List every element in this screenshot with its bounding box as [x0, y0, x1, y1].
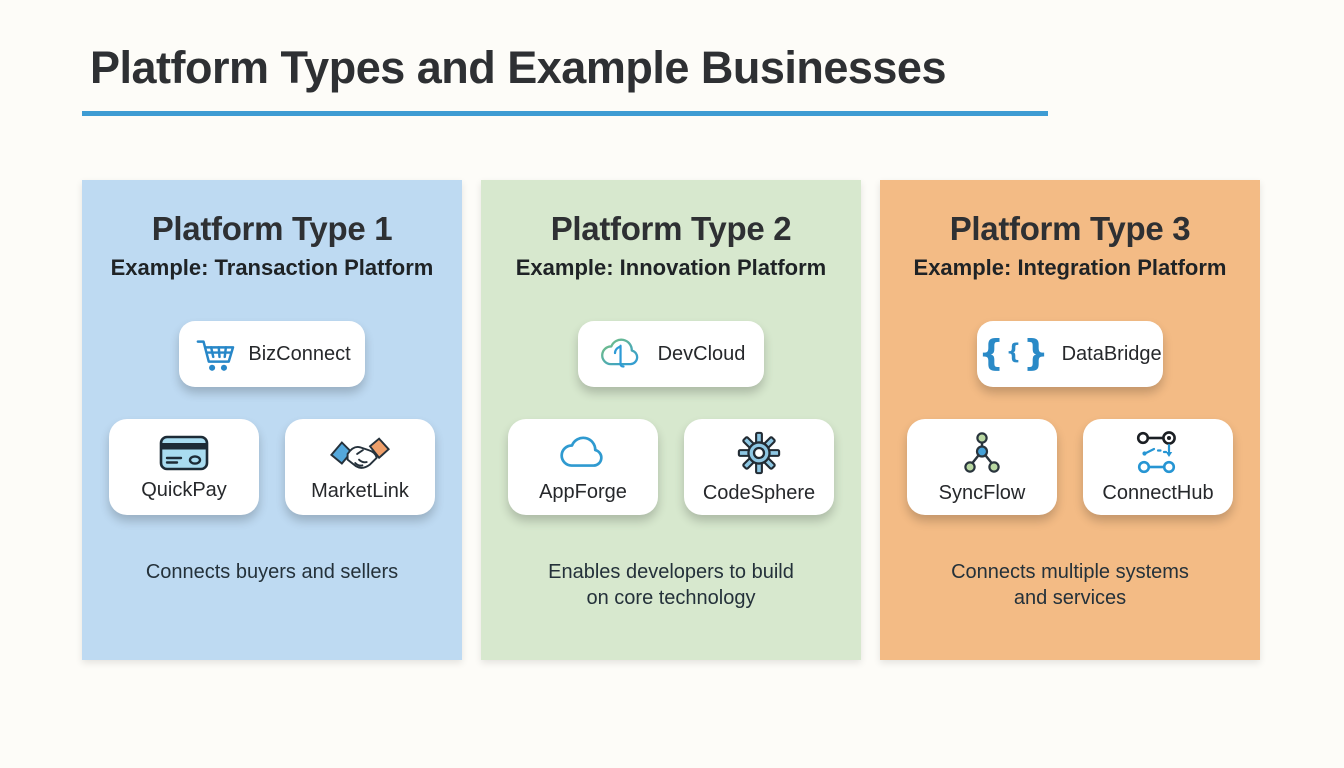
network-nodes-icon: [958, 430, 1006, 476]
business-card-devcloud: DevCloud: [578, 321, 764, 387]
column-caption: Connects multiple systems and services: [951, 561, 1189, 610]
business-name: DataBridge: [1061, 342, 1162, 365]
business-card-connecthub: ConnectHub: [1083, 419, 1233, 515]
card-row: QuickPay MarketLink: [82, 419, 462, 515]
gear-icon: [736, 430, 782, 476]
shopping-cart-icon: [193, 335, 235, 373]
credit-card-icon: [158, 433, 210, 473]
business-name: DevCloud: [657, 342, 746, 365]
column-title: Platform Type 1: [151, 210, 393, 247]
cloud-download-icon: [597, 334, 645, 374]
column-caption: Connects buyers and sellers: [145, 561, 399, 583]
business-card-marketlink: MarketLink: [285, 419, 435, 515]
platform-columns: Platform Type 1 Example: Transaction Pla…: [82, 180, 1260, 660]
column-title: Platform Type 2: [550, 210, 792, 247]
business-name: CodeSphere: [702, 481, 816, 504]
business-name: BizConnect: [248, 342, 351, 365]
business-name: ConnectHub: [1102, 481, 1214, 504]
cloud-icon: [554, 431, 612, 475]
business-card-codesphere: CodeSphere: [684, 419, 834, 515]
business-card-appforge: AppForge: [508, 419, 658, 515]
title-underline: [82, 111, 1048, 116]
platform-column-2: Platform Type 2 Example: Innovation Plat…: [481, 180, 861, 660]
curly-braces-icon: {{}: [978, 333, 1049, 374]
business-name: QuickPay: [141, 478, 227, 501]
business-name: MarketLink: [311, 479, 409, 502]
card-row: AppForge: [481, 419, 861, 515]
card-row: SyncFlow: [880, 419, 1260, 515]
business-name: AppForge: [539, 480, 627, 503]
column-subtitle: Example: Innovation Platform: [515, 255, 827, 280]
column-subtitle: Example: Integration Platform: [913, 255, 1227, 280]
business-name: SyncFlow: [938, 481, 1026, 504]
column-subtitle: Example: Transaction Platform: [110, 255, 434, 280]
column-title: Platform Type 3: [949, 210, 1191, 247]
handshake-icon: [328, 432, 392, 474]
business-card-syncflow: SyncFlow: [907, 419, 1057, 515]
column-caption: Enables developers to build on core tech…: [548, 561, 794, 610]
platform-column-3: Platform Type 3 Example: Integration Pla…: [880, 180, 1260, 660]
business-card-quickpay: QuickPay: [109, 419, 259, 515]
business-card-bizconnect: BizConnect: [179, 321, 365, 387]
workflow-icon: [1134, 430, 1182, 476]
business-card-databridge: {{} DataBridge: [977, 321, 1163, 387]
platform-column-1: Platform Type 1 Example: Transaction Pla…: [82, 180, 462, 660]
page-title: Platform Types and Example Businesses: [90, 42, 947, 93]
